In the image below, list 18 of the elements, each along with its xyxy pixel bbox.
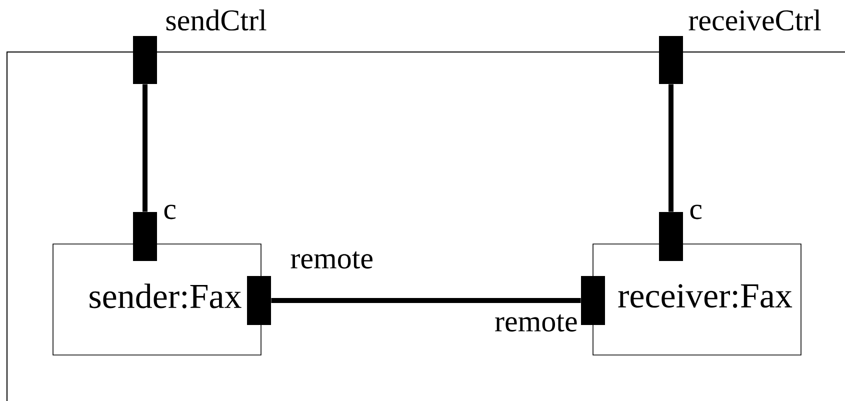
- connector: [668, 84, 674, 212]
- port-square: [581, 276, 605, 325]
- port-label: remote: [495, 314, 577, 332]
- port-square: [659, 212, 683, 261]
- port-label: c: [164, 204, 176, 220]
- port-square: [247, 276, 271, 325]
- part-box: sender:Fax: [52, 244, 262, 356]
- port-label: receiveCtrl: [688, 9, 821, 31]
- port-square: [133, 212, 157, 261]
- connector: [142, 84, 148, 212]
- part-box: receiver:Fax: [592, 244, 802, 356]
- frame: [6, 52, 845, 401]
- port-square: [659, 36, 683, 84]
- port-label: c: [690, 204, 702, 220]
- port-label: sendCtrl: [166, 9, 266, 31]
- connector: [271, 298, 581, 303]
- port-label: remote: [290, 251, 372, 269]
- port-square: [133, 36, 157, 84]
